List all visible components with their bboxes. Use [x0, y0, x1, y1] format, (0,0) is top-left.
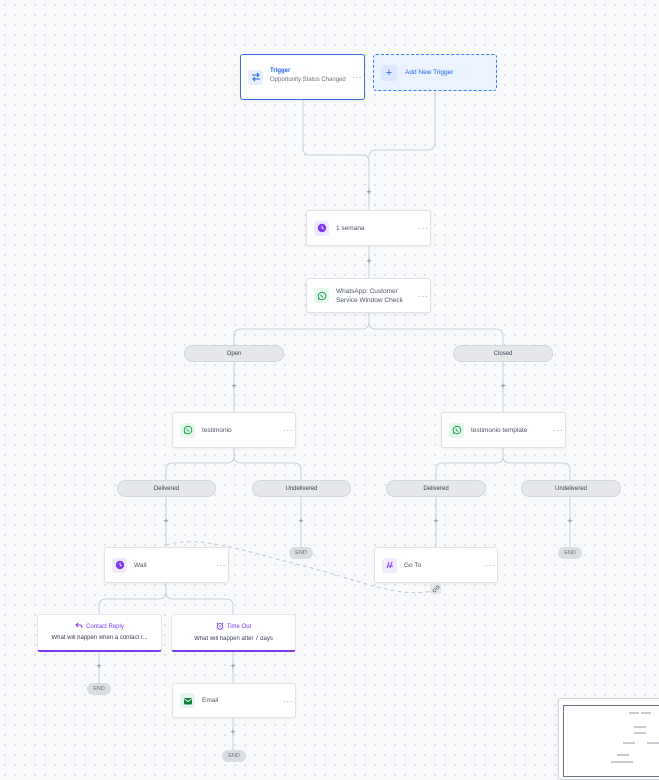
whatsapp-icon — [314, 288, 329, 303]
end-marker: END — [558, 547, 582, 559]
minimap-viewport[interactable] — [563, 705, 659, 777]
goto-icon — [382, 557, 397, 573]
goto-node[interactable]: Go To ··· — [374, 547, 498, 583]
step-label: WhatsApp: Customer Service Window Check — [336, 287, 403, 304]
add-step-button[interactable]: + — [231, 381, 237, 391]
branch-delivered[interactable]: Delivered — [117, 480, 216, 497]
clock-icon — [112, 557, 127, 573]
add-step-button[interactable]: + — [567, 516, 573, 526]
timeout-branch[interactable]: Time Out What will happen after 7 days — [171, 614, 296, 652]
testimonio-node[interactable]: testimonio ··· — [172, 412, 296, 448]
end-marker: END — [289, 547, 313, 559]
trigger-title: Trigger — [270, 68, 291, 75]
end-marker: END — [87, 683, 111, 695]
step-label: Email — [202, 697, 219, 704]
reply-icon — [75, 622, 83, 631]
timeout-title: Time Out — [226, 624, 252, 630]
add-step-button[interactable]: + — [96, 661, 102, 671]
workflow-connectors — [98, 91, 571, 750]
contact-reply-branch[interactable]: Contact Reply What will happen when a co… — [37, 614, 162, 652]
add-step-button[interactable]: + — [366, 187, 372, 197]
email-node[interactable]: Email ··· — [172, 683, 296, 718]
branch-undelivered[interactable]: Undelivered — [252, 480, 351, 497]
add-step-button[interactable]: + — [230, 727, 236, 737]
add-new-trigger-button[interactable]: + Add New Trigger — [373, 54, 497, 91]
more-menu-icon[interactable]: ··· — [351, 72, 363, 82]
testimonio-template-node[interactable]: testimonio template ··· — [441, 412, 566, 448]
minimap[interactable] — [558, 698, 659, 780]
wait-1-semana-node[interactable]: 1 semana ··· — [306, 210, 431, 246]
contact-reply-description: What will happen when a contact r... — [51, 635, 148, 641]
more-menu-icon[interactable]: ··· — [282, 425, 294, 435]
swap-arrows-icon — [248, 69, 263, 85]
alarm-clock-icon — [216, 622, 224, 632]
plus-icon: + — [381, 64, 397, 81]
step-label: Go To — [404, 561, 422, 569]
more-menu-icon[interactable]: ··· — [484, 560, 496, 570]
step-label: Wait — [134, 561, 147, 569]
step-label: testimonio template — [471, 426, 528, 434]
whatsapp-icon — [180, 422, 195, 438]
clock-icon — [314, 220, 329, 236]
add-step-button[interactable]: + — [500, 381, 506, 391]
branch-undelivered[interactable]: Undelivered — [521, 480, 621, 497]
more-menu-icon[interactable]: ··· — [417, 223, 429, 233]
step-label: 1 semana — [336, 224, 365, 232]
add-step-button[interactable]: + — [163, 516, 169, 526]
branch-open[interactable]: Open — [184, 345, 284, 362]
add-new-trigger-label: Add New Trigger — [405, 69, 454, 76]
timeout-description: What will happen after 7 days — [194, 636, 273, 642]
email-icon — [180, 693, 195, 708]
wait-node[interactable]: Wait ··· — [104, 547, 229, 583]
add-step-button[interactable]: + — [230, 661, 236, 671]
more-menu-icon[interactable]: ··· — [552, 425, 564, 435]
trigger-node[interactable]: Trigger Opportunity Status Changed ··· — [240, 54, 365, 100]
branch-closed[interactable]: Closed — [453, 345, 553, 362]
more-menu-icon[interactable]: ··· — [215, 560, 227, 570]
contact-reply-title: Contact Reply — [86, 623, 124, 630]
add-step-button[interactable]: + — [366, 256, 372, 266]
whatsapp-window-check-node[interactable]: WhatsApp: Customer Service Window Check … — [306, 278, 431, 313]
add-step-button[interactable]: + — [433, 516, 439, 526]
trigger-subtitle: Opportunity Status Changed — [270, 77, 346, 84]
add-step-button[interactable]: + — [298, 516, 304, 526]
more-menu-icon[interactable]: ··· — [417, 290, 429, 301]
end-marker: END — [222, 750, 246, 762]
whatsapp-icon — [449, 422, 464, 438]
step-label: testimonio — [202, 426, 232, 434]
branch-delivered[interactable]: Delivered — [386, 480, 486, 497]
more-menu-icon[interactable]: ··· — [282, 695, 294, 706]
link-icon[interactable] — [430, 583, 441, 594]
